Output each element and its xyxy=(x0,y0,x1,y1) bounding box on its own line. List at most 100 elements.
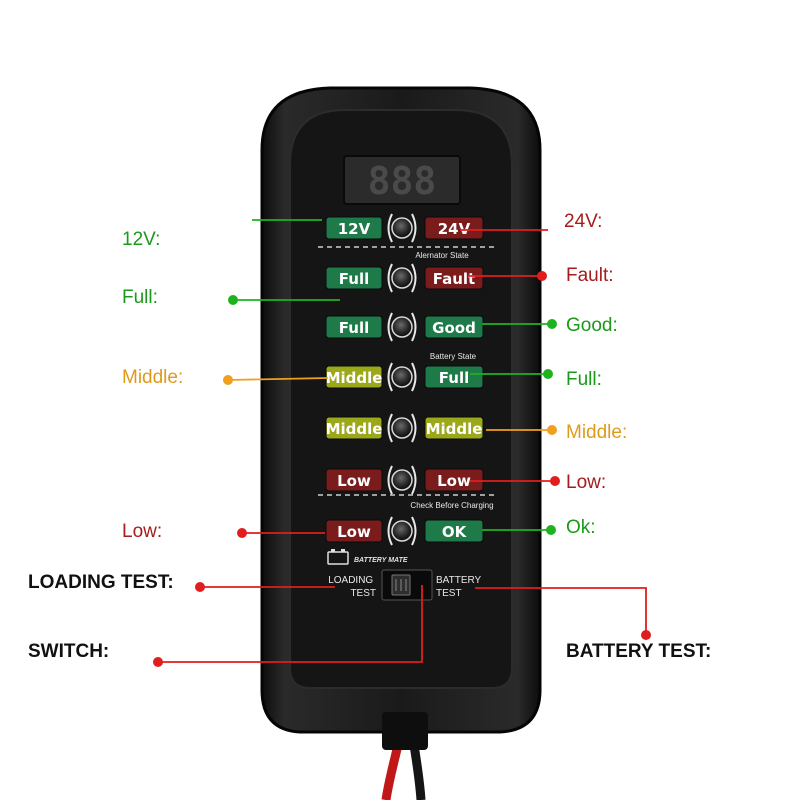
indicator-right-pill xyxy=(424,365,484,389)
callout-label: Fault: xyxy=(566,265,614,286)
section-label-battery: Battery State xyxy=(430,352,477,361)
indicator-left-label: Middle xyxy=(326,369,383,387)
led-indicator xyxy=(391,469,413,491)
callout-label: Low: xyxy=(122,521,163,542)
indicator-left-label: Full xyxy=(339,319,369,337)
panel-dividers xyxy=(318,246,498,496)
indicator-left-label: Low xyxy=(337,523,371,541)
indicator-row: Full Good xyxy=(325,312,484,342)
led-bracket-right xyxy=(411,413,417,443)
indicator-row: 12V 24V xyxy=(325,213,484,243)
led-bracket-right xyxy=(411,263,417,293)
indicator-right-label: OK xyxy=(442,523,468,541)
leader-dot xyxy=(237,528,247,538)
callout-label: 12V: xyxy=(122,229,161,250)
indicator-right-pill xyxy=(424,416,484,440)
led-bracket-left xyxy=(387,516,393,546)
leader-dot xyxy=(195,582,205,592)
callout-label: BATTERY TEST: xyxy=(566,641,712,662)
indicator-row: Full Fault xyxy=(325,263,484,293)
led-indicator xyxy=(391,217,413,239)
indicator-right-pill xyxy=(424,468,484,492)
switch-label-loading: LOADING TEST xyxy=(328,575,376,599)
indicator-right-label: Full xyxy=(439,369,469,387)
callout-label: Middle: xyxy=(122,367,184,388)
led-bracket-right xyxy=(411,465,417,495)
led-indicator xyxy=(391,520,413,542)
leader-dot xyxy=(547,425,557,435)
leader-dot xyxy=(228,295,238,305)
callout-label: Low: xyxy=(566,472,607,493)
indicator-left-label: Full xyxy=(339,270,369,288)
indicator-left-pill xyxy=(325,519,383,543)
led-bracket-left xyxy=(387,312,393,342)
led-bracket-right xyxy=(411,213,417,243)
voltage-display xyxy=(343,155,461,205)
indicator-right-pill xyxy=(424,266,484,290)
section-label-alternator: Alernator State xyxy=(415,251,469,260)
led-bracket-left xyxy=(387,362,393,392)
callout-label: Full: xyxy=(122,287,158,308)
callout-label: LOADING TEST: xyxy=(28,572,174,593)
led-bracket-left xyxy=(387,263,393,293)
indicator-row: Middle Middle xyxy=(325,413,484,443)
led-bracket-right xyxy=(411,362,417,392)
indicator-left-label: Low xyxy=(337,472,371,490)
display-digits: 888 xyxy=(368,159,437,203)
indicator-right-pill xyxy=(424,519,484,543)
callout-label: Middle: xyxy=(566,422,628,443)
led-indicator xyxy=(391,417,413,439)
front-panel xyxy=(289,109,513,689)
indicator-right-pill xyxy=(424,216,484,240)
callout-label: Full: xyxy=(566,369,602,390)
leader-line xyxy=(227,377,329,381)
indicator-left-pill xyxy=(325,365,383,389)
battery-mate-logo: BATTERY MATE xyxy=(327,549,408,565)
section-label-charging: Check Before Charging xyxy=(410,501,493,510)
led-indicator xyxy=(391,316,413,338)
callout-leaders xyxy=(153,219,651,667)
leader-dot xyxy=(547,319,557,329)
cable-grommet xyxy=(382,712,428,750)
callout-label: Good: xyxy=(566,315,618,336)
switch-label-battery: BATTERY TEST xyxy=(436,575,484,599)
indicator-right-label: Low xyxy=(437,472,471,490)
indicator-row: Middle Full xyxy=(325,362,484,392)
led-bracket-left xyxy=(387,413,393,443)
led-indicator xyxy=(391,366,413,388)
indicator-right-label: Middle xyxy=(426,420,483,438)
indicator-left-pill xyxy=(325,315,383,339)
indicator-right-label: 24V xyxy=(438,220,471,238)
leader-line xyxy=(475,587,647,635)
indicator-right-label: Good xyxy=(432,319,476,337)
leader-dot xyxy=(543,369,553,379)
leader-dot xyxy=(223,375,233,385)
callout-label: SWITCH: xyxy=(28,641,110,662)
callout-label: Ok: xyxy=(566,517,596,538)
led-bracket-right xyxy=(411,516,417,546)
indicator-row: Low OK xyxy=(325,516,484,546)
leader-line xyxy=(158,585,423,663)
led-indicator xyxy=(391,267,413,289)
indicator-right-pill xyxy=(424,315,484,339)
indicator-left-label: 12V xyxy=(338,220,371,238)
indicator-row: Low Low xyxy=(325,465,484,495)
test-switch[interactable] xyxy=(381,569,433,601)
indicator-left-pill xyxy=(325,416,383,440)
leader-dot xyxy=(546,525,556,535)
brand-text: BATTERY MATE xyxy=(354,557,408,564)
callout-label: 24V: xyxy=(564,211,603,232)
leader-dot xyxy=(641,630,651,640)
indicator-left-pill xyxy=(325,468,383,492)
cables xyxy=(381,743,426,800)
leader-dot xyxy=(550,476,560,486)
indicator-left-label: Middle xyxy=(326,420,383,438)
led-bracket-left xyxy=(387,465,393,495)
indicator-left-pill xyxy=(325,216,383,240)
led-bracket-right xyxy=(411,312,417,342)
led-bracket-left xyxy=(387,213,393,243)
indicator-right-label: Fault xyxy=(433,270,475,288)
leader-dot xyxy=(153,657,163,667)
